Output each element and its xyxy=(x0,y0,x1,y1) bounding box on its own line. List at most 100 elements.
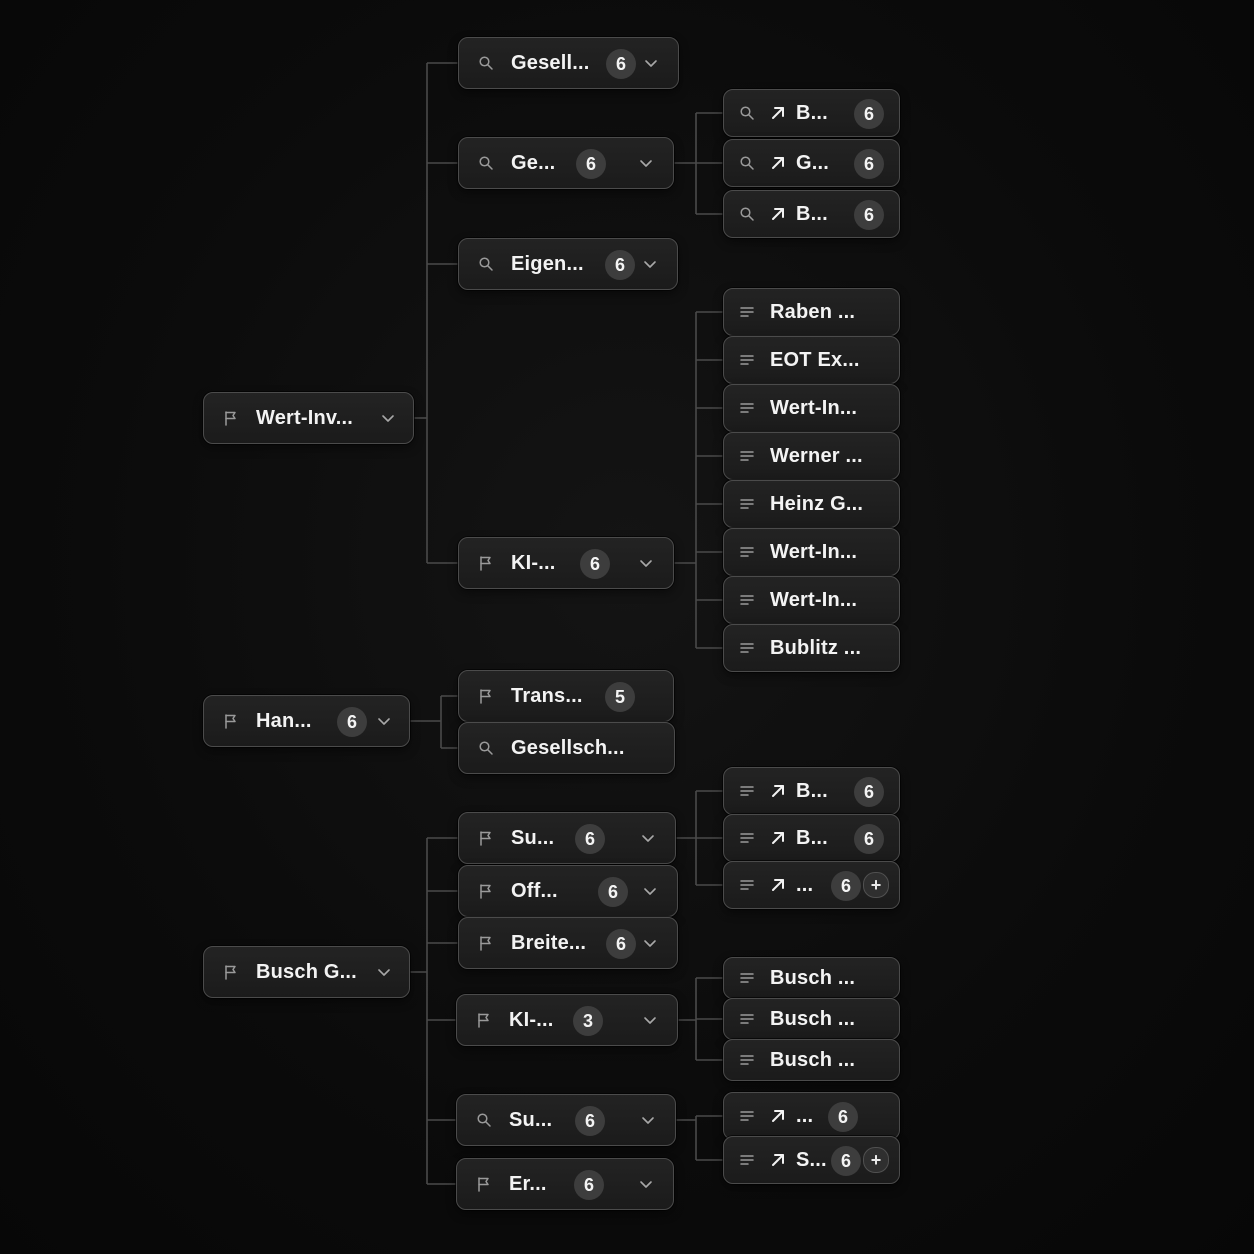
chevron-down-icon[interactable] xyxy=(640,830,656,846)
node-label: Er... xyxy=(509,1172,547,1195)
search-icon xyxy=(477,154,495,172)
arrow-up-right-icon xyxy=(770,783,786,799)
node-label: Raben ... xyxy=(770,300,856,323)
branch-node-ki-1[interactable]: KI-... 6 xyxy=(458,537,674,589)
lines-text-icon xyxy=(738,447,756,465)
lines-text-icon xyxy=(738,303,756,321)
count-badge: 6 xyxy=(575,824,605,854)
root-node-han[interactable]: Han...6 xyxy=(203,695,410,747)
leaf-node[interactable]: B... 6 xyxy=(723,767,900,815)
branch-node-su-2[interactable]: Su...6 xyxy=(456,1094,676,1146)
count-badge: 6 xyxy=(854,149,884,179)
node-label: B... xyxy=(796,779,828,802)
chevron-down-icon[interactable] xyxy=(376,713,392,729)
chevron-down-icon[interactable] xyxy=(638,155,654,171)
branch-node-gesell-1[interactable]: Gesell...6 xyxy=(458,37,679,89)
leaf-node[interactable]: B...6 xyxy=(723,190,900,238)
branch-node-eigen[interactable]: Eigen...6 xyxy=(458,238,678,290)
chevron-down-icon[interactable] xyxy=(638,1176,654,1192)
chevron-down-icon[interactable] xyxy=(376,964,392,980)
count-badge: 6 xyxy=(854,777,884,807)
count-badge: 6 xyxy=(598,877,628,907)
leaf-node[interactable]: ...6 xyxy=(723,1092,900,1140)
branch-node-off[interactable]: Off... 6 xyxy=(458,865,678,917)
chevron-down-icon[interactable] xyxy=(640,1112,656,1128)
search-icon xyxy=(477,739,495,757)
search-icon xyxy=(738,205,756,223)
node-label: KI-... xyxy=(511,551,556,574)
arrow-up-right-icon xyxy=(770,877,786,893)
arrow-up-right-icon xyxy=(770,830,786,846)
count-badge: 6 xyxy=(606,49,636,79)
count-badge: 6 xyxy=(576,149,606,179)
leaf-node[interactable]: Raben ... xyxy=(723,288,900,336)
arrow-up-right-icon xyxy=(770,155,786,171)
search-icon xyxy=(477,54,495,72)
lines-text-icon xyxy=(738,969,756,987)
leaf-node[interactable]: Wert-In... xyxy=(723,576,900,624)
node-label: Busch G... xyxy=(256,960,357,983)
root-node-busch[interactable]: Busch G... xyxy=(203,946,410,998)
count-badge: 3 xyxy=(573,1006,603,1036)
add-child-button[interactable]: + xyxy=(863,872,889,898)
node-label: ... xyxy=(796,873,814,896)
flag-icon xyxy=(477,882,495,900)
lines-text-icon xyxy=(738,876,756,894)
leaf-node[interactable]: S...6+ xyxy=(723,1136,900,1184)
leaf-node[interactable]: Wert-In... xyxy=(723,528,900,576)
lines-text-icon xyxy=(738,591,756,609)
branch-node-ge[interactable]: Ge...6 xyxy=(458,137,674,189)
flag-icon xyxy=(222,409,240,427)
lines-text-icon xyxy=(738,1107,756,1125)
leaf-node[interactable]: Werner ... xyxy=(723,432,900,480)
flag-icon xyxy=(477,829,495,847)
leaf-node[interactable]: B...6 xyxy=(723,89,900,137)
leaf-node[interactable]: G...6 xyxy=(723,139,900,187)
chevron-down-icon[interactable] xyxy=(638,555,654,571)
root-node-wert-inv[interactable]: Wert-Inv... xyxy=(203,392,414,444)
node-label: B... xyxy=(796,826,828,849)
leaf-node[interactable]: Heinz G... xyxy=(723,480,900,528)
leaf-node[interactable]: B... 6 xyxy=(723,814,900,862)
node-label: Busch ... xyxy=(770,966,856,989)
chevron-down-icon[interactable] xyxy=(642,883,658,899)
leaf-node[interactable]: EOT Ex... xyxy=(723,336,900,384)
leaf-node[interactable]: Bublitz ... xyxy=(723,624,900,672)
chevron-down-icon[interactable] xyxy=(380,410,396,426)
leaf-node[interactable]: Busch ... xyxy=(723,957,900,999)
count-badge: 6 xyxy=(337,707,367,737)
chevron-down-icon[interactable] xyxy=(642,935,658,951)
count-badge: 6 xyxy=(854,824,884,854)
leaf-node[interactable]: ... 6+ xyxy=(723,861,900,909)
chevron-down-icon[interactable] xyxy=(642,256,658,272)
flag-icon xyxy=(475,1011,493,1029)
leaf-node[interactable]: Busch ... xyxy=(723,1039,900,1081)
node-label: Off... xyxy=(511,879,558,902)
count-badge: 6 xyxy=(606,929,636,959)
flag-icon xyxy=(222,712,240,730)
search-icon xyxy=(475,1111,493,1129)
branch-node-breite[interactable]: Breite...6 xyxy=(458,917,678,969)
count-badge: 6 xyxy=(831,871,861,901)
lines-text-icon xyxy=(738,543,756,561)
node-label: Trans... xyxy=(511,684,583,707)
count-badge: 6 xyxy=(574,1170,604,1200)
branch-node-ki-2[interactable]: KI-... 3 xyxy=(456,994,678,1046)
branch-node-gesellsch[interactable]: Gesellsch... xyxy=(458,722,675,774)
chevron-down-icon[interactable] xyxy=(642,1012,658,1028)
leaf-node[interactable]: Wert-In... xyxy=(723,384,900,432)
flag-icon xyxy=(477,554,495,572)
node-label: KI-... xyxy=(509,1008,554,1031)
chevron-down-icon[interactable] xyxy=(643,55,659,71)
flag-icon xyxy=(477,934,495,952)
lines-text-icon xyxy=(738,399,756,417)
leaf-node[interactable]: Busch ... xyxy=(723,998,900,1040)
branch-node-trans[interactable]: Trans...5 xyxy=(458,670,674,722)
add-child-button[interactable]: + xyxy=(863,1147,889,1173)
branch-node-er[interactable]: Er... 6 xyxy=(456,1158,674,1210)
search-icon xyxy=(738,154,756,172)
count-badge: 6 xyxy=(831,1146,861,1176)
count-badge: 6 xyxy=(580,549,610,579)
branch-node-su-1[interactable]: Su...6 xyxy=(458,812,676,864)
node-label: Wert-In... xyxy=(770,396,858,419)
